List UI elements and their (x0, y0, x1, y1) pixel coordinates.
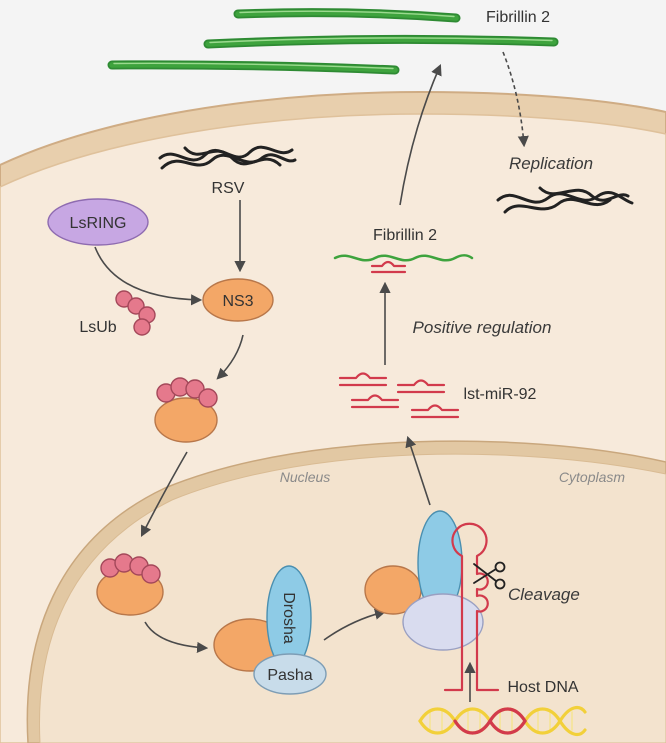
mirna-bound-to-mrna (370, 260, 407, 274)
fibrillin-fiber (203, 34, 559, 49)
replication-label: Replication (509, 154, 593, 173)
pasha-protein (402, 593, 484, 651)
mirna-duplex (396, 379, 446, 394)
ubiquitinated-ns3-nucleus (96, 553, 164, 616)
lsring-to-ns3-arrow (94, 246, 203, 306)
fibrillin-fiber-label: Fibrillin 2 (486, 9, 550, 26)
host-dna-helix (418, 705, 587, 737)
mirna-duplex (350, 394, 400, 409)
nucleus (26, 440, 666, 743)
lsring-label: LsRING (70, 215, 127, 232)
lsub-label: LsUb (79, 319, 116, 336)
fibrillin-mrna-label: Fibrillin 2 (373, 227, 437, 244)
mirna-label: lst-miR-92 (464, 386, 537, 403)
pri-mirna-hairpin (443, 522, 500, 692)
fibrillin-fiber (233, 8, 461, 23)
cleavage-label: Cleavage (508, 585, 580, 604)
mirna-duplex (338, 372, 388, 387)
drosha-pasha-complex: Drosha Pasha (213, 565, 327, 695)
nucleus-label: Nucleus (280, 469, 331, 485)
rsv-genome-rna (158, 145, 297, 170)
lsub-ubiquitin-chain (115, 290, 156, 336)
pasha-protein (253, 653, 327, 695)
scissors-icon (473, 561, 506, 590)
cytoplasm-label: Cytoplasm (559, 469, 625, 485)
fibrillin-fiber (107, 60, 400, 75)
drosha-label: Drosha (280, 592, 297, 644)
nucleoplasm (39, 453, 666, 743)
ns3-label: NS3 (222, 293, 253, 310)
rsv-label: RSV (212, 180, 245, 197)
pasha-label: Pasha (267, 667, 312, 684)
cleavage-complex (364, 510, 500, 692)
mature-mirna-duplexes (338, 372, 460, 419)
host-dna-label: Host DNA (507, 679, 578, 696)
fibrillin-fibers (107, 8, 559, 75)
ns3-ubiquitination-arrow (216, 334, 244, 380)
processing-arrow (323, 608, 387, 641)
nuclear-import-arrow (140, 451, 188, 537)
ns3-protein (202, 278, 274, 322)
mirna-duplex (410, 404, 460, 419)
replication-dashed-arrow (502, 51, 529, 148)
positive-regulation-label: Positive regulation (413, 318, 552, 337)
ubiquitinated-ns3-cytoplasm (154, 377, 218, 443)
mirna-export-arrow (405, 435, 431, 506)
translation-arrow (399, 63, 442, 206)
lsring-protein (47, 198, 149, 246)
replicated-virus-rna (496, 186, 634, 214)
binding-arrow (144, 621, 209, 654)
fibrillin-mrna (333, 254, 474, 262)
